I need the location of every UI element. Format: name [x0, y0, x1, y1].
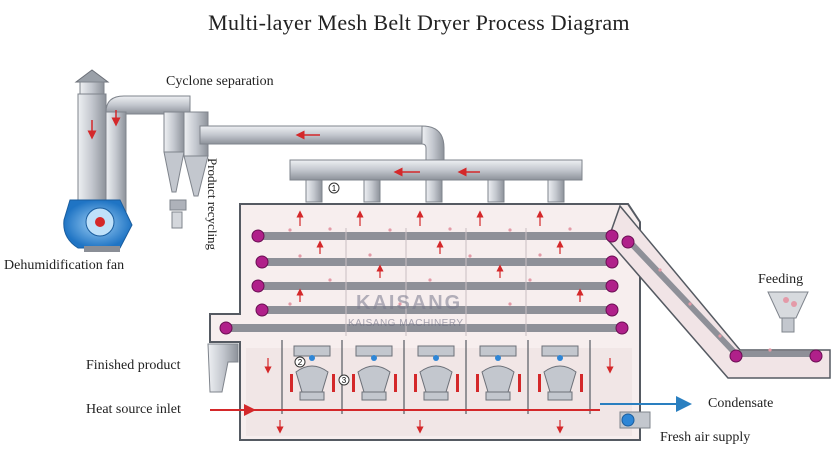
marker-circle-1 — [328, 182, 340, 194]
label-fresh-air-supply: Fresh air supply — [660, 430, 751, 445]
exhaust-stack — [74, 69, 110, 201]
diagram-title: Multi-layer Mesh Belt Dryer Process Diag… — [208, 10, 630, 35]
label-feeding: Feeding — [758, 272, 804, 287]
heater-units — [281, 340, 591, 414]
watermark-line: KAISANG MACHINERY — [348, 318, 464, 329]
discharge-chute — [207, 343, 239, 393]
marker-circle-3 — [338, 374, 350, 386]
air-manifold — [289, 159, 583, 203]
marker-circle-2 — [294, 356, 306, 368]
label-dehumidification-fan: Dehumidification fan — [4, 258, 125, 273]
marker-1: 1 — [332, 184, 337, 193]
watermark-brand: KAISANG — [356, 292, 463, 314]
fan-riser-pipe — [105, 95, 191, 223]
product-particles — [288, 227, 772, 352]
label-heat-source-inlet: Heat source inlet — [86, 402, 181, 417]
label-condensate: Condensate — [708, 396, 774, 411]
feeding-hopper — [767, 291, 809, 333]
fresh-air-inlet — [619, 411, 651, 429]
mesh-belts — [226, 228, 624, 336]
feeding-conveyor — [607, 204, 831, 379]
label-finished-product: Finished product — [86, 358, 181, 373]
return-air-duct — [199, 125, 445, 161]
marker-2: 2 — [298, 358, 303, 367]
label-cyclone-separation: Cyclone separation — [166, 74, 274, 89]
airflow-arrows — [264, 210, 614, 434]
dehumidification-fan — [63, 199, 133, 252]
marker-3: 3 — [342, 376, 347, 385]
belt-rollers — [219, 229, 629, 335]
label-product-recycling: Product recycling — [205, 158, 220, 251]
